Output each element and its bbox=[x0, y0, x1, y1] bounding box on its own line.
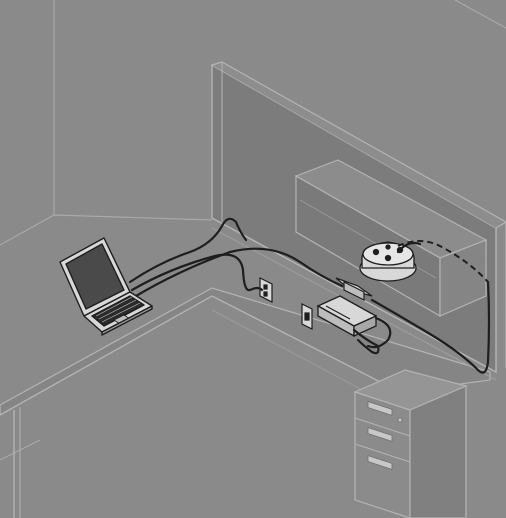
speakerphone-button bbox=[374, 250, 379, 255]
pedestal-side bbox=[410, 386, 466, 518]
speakerphone-button bbox=[386, 245, 390, 249]
switch-toggle bbox=[305, 313, 309, 320]
speakerphone-button bbox=[386, 256, 391, 261]
outlet-socket bbox=[264, 285, 267, 289]
drawer-lock bbox=[398, 418, 402, 422]
file-pedestal bbox=[355, 370, 466, 518]
outlet-socket bbox=[264, 292, 267, 296]
speakerphone bbox=[360, 242, 416, 281]
wall-switch bbox=[302, 304, 312, 329]
